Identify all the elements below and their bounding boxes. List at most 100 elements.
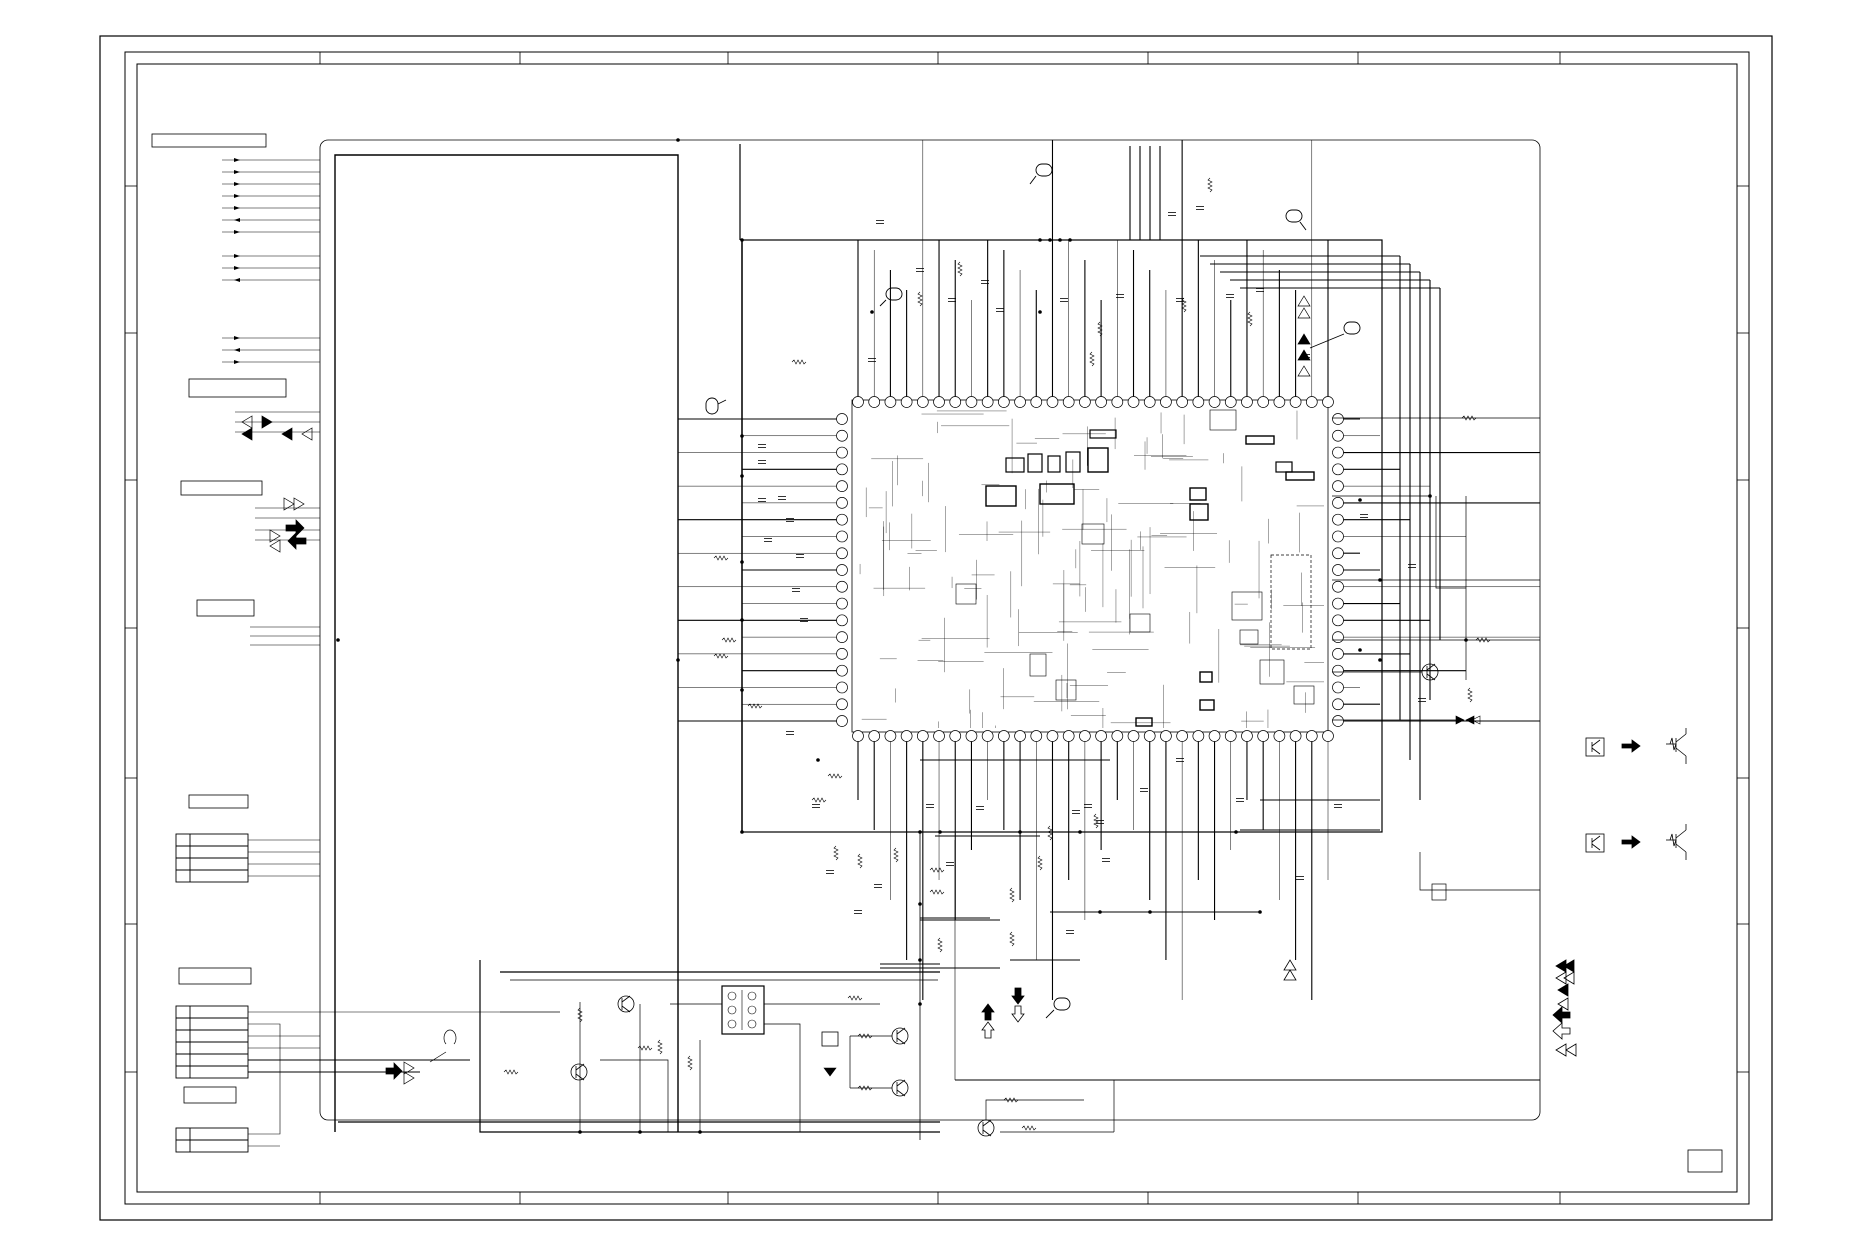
regulator-box: [821, 1031, 839, 1047]
ic-pin: [916, 396, 929, 408]
capacitor-icon: [758, 444, 766, 448]
ic-pin: [1208, 730, 1221, 742]
capacitor-icon: [1102, 858, 1110, 862]
capacitors: [758, 206, 1426, 934]
ic-pins-top: [852, 396, 1334, 408]
ic-internal-traces: [859, 410, 1324, 728]
ic-pin: [916, 730, 929, 742]
ic-top-wires: [857, 140, 1441, 800]
resistor-icon: [847, 995, 863, 1001]
ic-pin: [1257, 730, 1270, 742]
ic-pin: [1332, 698, 1344, 711]
hollow-triangle-icon: [241, 415, 253, 429]
label-box-4: [196, 599, 255, 617]
ic-pin: [1062, 730, 1075, 742]
resistor-icon: [937, 937, 943, 953]
capacitor-icon: [926, 804, 934, 808]
ic-pin: [836, 648, 848, 660]
ic-pin: [1224, 730, 1237, 742]
ic-pin: [1127, 396, 1140, 408]
wire-junction: [740, 238, 744, 242]
wire-junction: [676, 138, 680, 142]
capacitor-icon: [876, 220, 884, 224]
ic-pin: [836, 513, 848, 526]
resistor-icon: [1097, 321, 1103, 337]
legend-row-2: [1585, 824, 1687, 860]
wire-junction: [336, 638, 340, 642]
ic-dashed-subblock: [1270, 554, 1312, 650]
ic-right-wires: [1343, 418, 1540, 722]
capacitor-icon: [1060, 298, 1068, 302]
ic-body: [851, 399, 1329, 733]
capacitor-icon: [1334, 804, 1342, 808]
label-box-1: [151, 133, 267, 148]
ic-pin: [868, 730, 881, 742]
connector-block-2: [175, 1005, 500, 1079]
ic-pin: [1332, 480, 1344, 492]
resistor-icon: [929, 867, 945, 873]
filled-triangle-icon: [261, 415, 273, 429]
resistor-icon: [893, 847, 899, 863]
resistor-icon: [1093, 813, 1099, 829]
transistor-icon: [617, 995, 635, 1013]
filled-triangle-icon: [1465, 715, 1475, 725]
callout-bubble-icon: [705, 397, 727, 415]
ic-pin: [933, 396, 945, 408]
capacitor-icon: [800, 618, 808, 622]
capacitor-icon: [1176, 758, 1184, 762]
filled-arrow-icon: [385, 1062, 403, 1080]
transistor-box-icon: [1585, 737, 1605, 757]
label-box-3: [180, 480, 263, 496]
ic-pin: [998, 396, 1010, 408]
capacitor-icon: [1140, 788, 1148, 792]
right-flow-triangles: [1455, 715, 1481, 725]
diode-icon: [823, 1067, 837, 1077]
filled-triangle-icon: [281, 427, 293, 441]
ic-pin: [1332, 413, 1344, 425]
ic-pin: [1305, 730, 1318, 742]
ic-pin: [933, 730, 945, 742]
ic-pin: [836, 681, 848, 694]
ic-pin: [852, 396, 864, 408]
hollow-arrow-icon: [1552, 1022, 1571, 1040]
wire-junction: [676, 658, 680, 662]
ic-pin: [1143, 396, 1156, 408]
ic-pin: [1241, 730, 1253, 742]
callout-bubble-icon: [1029, 163, 1053, 185]
wire-junction: [1234, 830, 1238, 834]
ic-pin: [868, 396, 881, 408]
wire-junction: [1378, 658, 1382, 662]
resistor-icon: [1467, 687, 1473, 703]
resistor-icon: [1207, 177, 1213, 193]
resistor-icon: [503, 1069, 519, 1075]
transformer-icon: [721, 985, 765, 1035]
wire-junction: [740, 560, 744, 564]
callout-bubble-icon: [443, 1029, 457, 1045]
ic-pin: [1208, 396, 1221, 408]
ic-left-wires: [678, 418, 837, 722]
wire-junction: [1358, 498, 1362, 502]
filled-triangle-icon: [241, 427, 253, 441]
ic-pin: [1111, 396, 1124, 408]
wire-junction: [1058, 238, 1062, 242]
ic-pin: [1192, 396, 1205, 408]
wire-junction: [740, 434, 744, 438]
ic-pin: [1332, 446, 1344, 459]
ic-pin: [1289, 730, 1302, 742]
hollow-small-triangle-icon: [1557, 997, 1569, 1011]
grid-ticks-top: [319, 52, 1561, 64]
ic-pin: [836, 463, 848, 476]
hollow-triangle-icon: [1471, 715, 1481, 725]
top-flow-triangles: [1297, 295, 1311, 377]
ic-pin: [1332, 681, 1344, 694]
ic-pin: [1046, 396, 1059, 408]
resistor-icon: [1009, 887, 1015, 903]
ic-pin: [836, 664, 848, 677]
ic-pin: [1224, 396, 1237, 408]
ic-pin: [1160, 396, 1172, 408]
pcb-boundary: [319, 139, 1541, 1121]
transistor-icon: [977, 1119, 995, 1137]
resistor-icon: [1009, 931, 1015, 947]
resistor-icon: [857, 853, 863, 869]
ic-pin: [1332, 429, 1344, 442]
